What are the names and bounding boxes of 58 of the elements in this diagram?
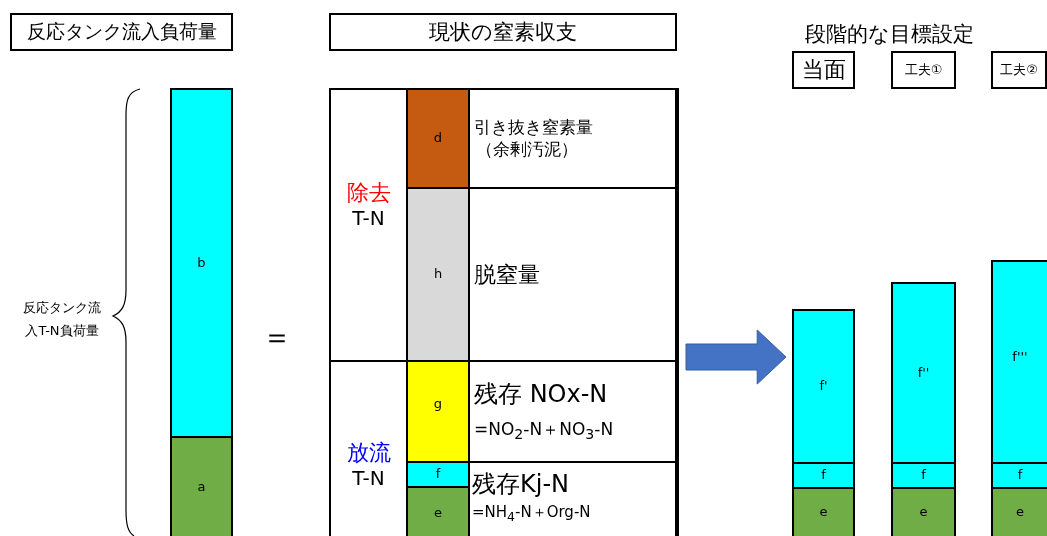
bar-segment <box>792 462 855 489</box>
block-arrow <box>685 329 787 385</box>
cell-text: =NO$_{2}$-N＋NO$_{3}$-N <box>473 418 614 445</box>
bar-segment <box>792 309 855 464</box>
bar-segment <box>891 487 956 536</box>
cell-text: T-N <box>352 466 385 492</box>
segment-label: e <box>919 504 928 521</box>
bar-segment <box>991 462 1047 489</box>
bar-segment <box>406 187 470 362</box>
cell-text: 残存Kj-N <box>471 469 570 499</box>
segment-label: b <box>197 254 206 272</box>
segment-label: h <box>433 266 443 283</box>
header-box <box>792 51 855 89</box>
bar-segment <box>170 436 233 536</box>
cell-text: 除去 <box>346 178 391 207</box>
cell-text: 脱窒量 <box>473 260 540 289</box>
balance-table <box>329 88 677 536</box>
segment-label: e <box>1016 504 1024 521</box>
header-text: 工夫② <box>1000 61 1038 79</box>
bar-segment <box>406 486 470 536</box>
bar-segment <box>170 88 233 438</box>
segment-label: g <box>433 396 443 413</box>
cell-text: 残存 NOx-N <box>473 378 608 409</box>
bar-segment <box>406 360 470 463</box>
segment-label: f <box>821 467 826 484</box>
cell-text: T-N <box>352 206 385 232</box>
header-text: 現状の窒素収支 <box>429 18 577 46</box>
segment-label: e <box>819 504 828 521</box>
segment-label: f'' <box>917 364 930 382</box>
bar-segment <box>406 88 470 189</box>
bar-segment <box>891 462 956 489</box>
segment-label: f' <box>819 378 828 395</box>
segment-label: a <box>197 478 206 496</box>
bar-segment <box>991 260 1047 464</box>
header-text: 当面 <box>801 56 846 84</box>
section-title: 段階的な目標設定 <box>805 21 974 48</box>
cell-text: 引き抜き窒素量 <box>473 117 593 139</box>
cell-text: 放流 <box>346 438 391 467</box>
header-text: 反応タンク流入負荷量 <box>26 20 217 44</box>
cell-text: =NH$_{4}$-N＋Org-N <box>471 503 591 525</box>
bar-segment <box>406 461 470 488</box>
segment-label: f <box>1017 467 1023 484</box>
header-box <box>329 13 677 51</box>
bar-segment <box>891 282 956 464</box>
header-box <box>891 51 956 89</box>
header-text: 工夫① <box>904 61 943 79</box>
segment-label: f''' <box>1012 348 1028 366</box>
cell-text: （余剰汚泥） <box>475 138 578 160</box>
equals-sign: ＝ <box>262 318 292 356</box>
segment-label: e <box>434 504 442 522</box>
brace-label: 反応タンク流入T-N負荷量 <box>22 299 102 341</box>
bar-segment <box>991 487 1047 536</box>
segment-label: f <box>435 466 441 483</box>
header-box <box>10 13 233 51</box>
bar-segment <box>792 487 855 536</box>
segment-label: d <box>433 130 443 147</box>
segment-label: f <box>921 467 926 484</box>
header-box <box>991 51 1047 89</box>
